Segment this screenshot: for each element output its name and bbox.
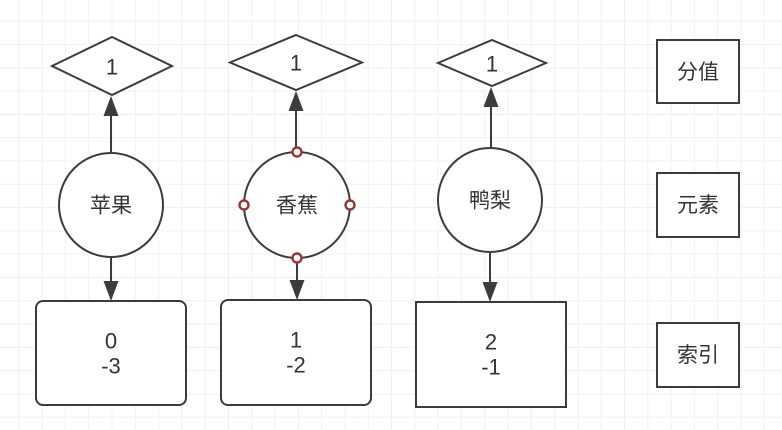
score-text: 1 [486, 52, 498, 77]
legend-box-element[interactable] [656, 172, 740, 238]
score-diamond[interactable] [435, 38, 549, 88]
index-box[interactable] [415, 301, 567, 408]
legend-box-index[interactable] [656, 322, 740, 388]
node-column-pear: 1 鸭梨 2 -1 [415, 38, 567, 408]
value-text: -2 [286, 353, 306, 378]
legend-label-index: 索引 [677, 344, 719, 367]
element-label: 鸭梨 [469, 190, 511, 213]
score-diamond[interactable] [227, 33, 365, 92]
arrowhead-down-icon [289, 280, 305, 300]
legend-box-score[interactable] [656, 39, 740, 104]
value-text: -1 [481, 355, 501, 380]
index-box[interactable] [220, 299, 372, 406]
connection-handle-bottom[interactable] [291, 252, 303, 264]
node-column-banana: 1 香蕉 1 -2 [220, 33, 372, 406]
arrowhead-down-icon [103, 281, 119, 301]
legend: 分值 元素 索引 [656, 39, 740, 388]
connection-handle-right[interactable] [344, 199, 356, 211]
arrowhead-up-icon [483, 87, 499, 107]
index-box[interactable] [35, 300, 187, 406]
index-text: 0 [105, 329, 117, 354]
score-text: 1 [106, 55, 118, 80]
connection-handle-left[interactable] [238, 199, 250, 211]
index-text: 2 [485, 330, 497, 355]
connection-handle-top[interactable] [291, 146, 303, 158]
node-column-apple: 1 苹果 0 -3 [35, 35, 187, 406]
arrowhead-up-icon [103, 96, 119, 116]
element-label: 香蕉 [276, 195, 318, 218]
index-text: 1 [290, 328, 302, 353]
value-text: -3 [101, 354, 121, 379]
arrowhead-down-icon [482, 282, 498, 302]
score-diamond[interactable] [49, 35, 175, 97]
score-text: 1 [290, 51, 302, 76]
legend-label-element: 元素 [677, 194, 719, 217]
legend-label-score: 分值 [677, 61, 719, 84]
element-label: 苹果 [90, 195, 132, 218]
arrowhead-up-icon [288, 91, 304, 111]
